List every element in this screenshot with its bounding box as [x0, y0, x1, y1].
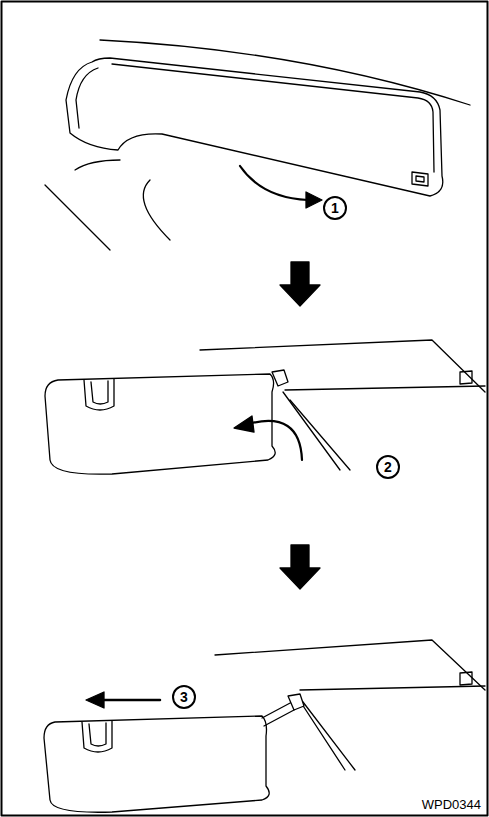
callout-number: 1: [323, 196, 347, 220]
callout-number: 2: [376, 455, 400, 479]
callout-number: 3: [172, 685, 196, 709]
figure-code: WPD0344: [422, 797, 481, 812]
